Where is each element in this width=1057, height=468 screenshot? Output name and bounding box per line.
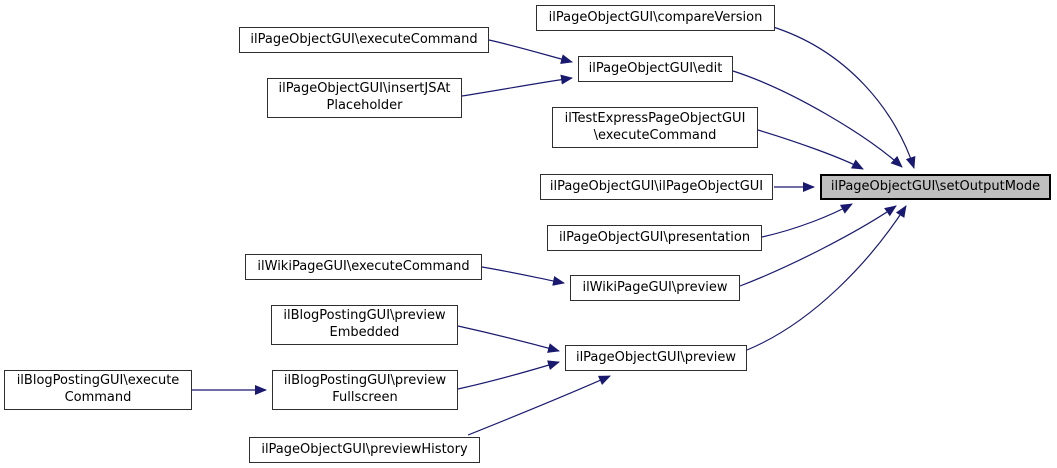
node-page-edit[interactable]: ilPageObjectGUI\edit: [578, 56, 733, 82]
edge-insertjsat-to-edit: [461, 74, 573, 97]
edge-preview-to-setoutputmode: [746, 205, 907, 351]
node-page-preview[interactable]: ilPageObjectGUI\preview: [565, 345, 747, 371]
edge-previewfullscreen-to-preview: [457, 360, 560, 390]
node-blog-preview-fullscreen[interactable]: ilBlogPostingGUI\preview Fullscreen: [272, 370, 458, 410]
edge-testexpress-to-setoutputmode: [757, 129, 864, 170]
edge-edit-to-setoutputmode: [732, 70, 903, 168]
node-page-execute-command[interactable]: ilPageObjectGUI\executeCommand: [239, 27, 489, 53]
node-wiki-preview[interactable]: ilWikiPageGUI\preview: [570, 275, 740, 301]
node-page-object-gui-constructor[interactable]: ilPageObjectGUI\ilPageObjectGUI: [540, 174, 773, 200]
node-blog-execute-command[interactable]: ilBlogPostingGUI\execute Command: [4, 370, 192, 410]
node-insert-jsat-placeholder[interactable]: ilPageObjectGUI\insertJSAt Placeholder: [267, 78, 462, 118]
edge-compareversion-to-setoutputmode: [769, 25, 916, 169]
node-preview-history[interactable]: ilPageObjectGUI\previewHistory: [249, 437, 480, 463]
node-compare-version[interactable]: ilPageObjectGUI\compareVersion: [536, 5, 775, 31]
node-blog-preview-embedded[interactable]: ilBlogPostingGUI\preview Embedded: [271, 305, 458, 345]
node-test-express-execute-command[interactable]: ilTestExpressPageObjectGUI \executeComma…: [552, 107, 758, 148]
edge-presentation-to-setoutputmode: [761, 203, 853, 238]
edge-executecommand-to-edit: [488, 39, 573, 64]
edge-wikiexecute-to-wikipreview: [481, 266, 565, 286]
node-wiki-execute-command[interactable]: ilWikiPageGUI\executeCommand: [245, 254, 482, 280]
node-page-presentation[interactable]: ilPageObjectGUI\presentation: [547, 225, 762, 251]
edge-previewhistory-to-preview: [467, 375, 611, 436]
node-set-output-mode: ilPageObjectGUI\setOutputMode: [820, 174, 1051, 200]
edge-wikipreview-to-setoutputmode: [739, 205, 897, 287]
edge-previewembedded-to-preview: [457, 325, 560, 353]
